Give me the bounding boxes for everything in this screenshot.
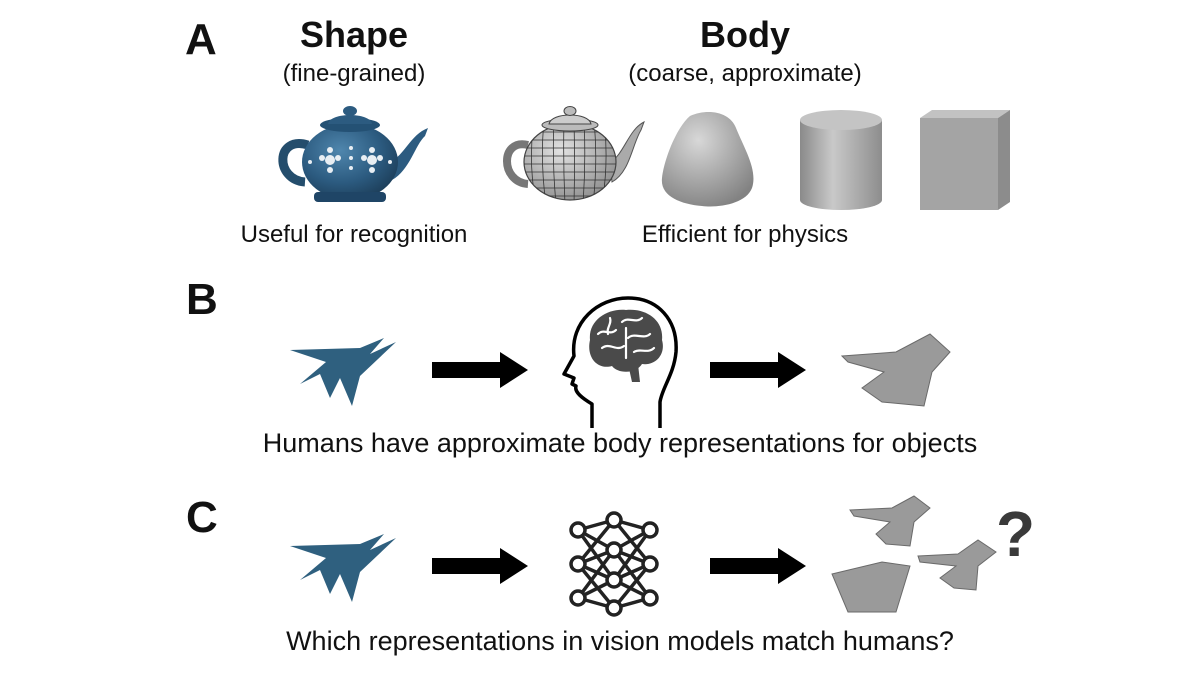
candidate-shape-1 <box>849 495 931 547</box>
candidate-shape-3 <box>831 561 911 613</box>
shape-title: Shape <box>299 14 409 55</box>
object-shape-icon <box>290 338 396 406</box>
object-shape-icon <box>290 534 396 602</box>
shape-subtitle: (fine-grained) <box>282 60 426 87</box>
question-mark: ? <box>996 498 1036 570</box>
shape-caption: Useful for recognition <box>240 221 468 248</box>
panel-c-caption: Which representations in vision models m… <box>286 626 954 656</box>
arrow-right-icon <box>710 352 806 388</box>
panel-a-letter: A <box>185 15 217 64</box>
teapot-icon <box>278 106 428 202</box>
brain-head-icon <box>562 296 678 428</box>
cube-icon <box>920 110 1010 210</box>
panel-c-letter: C <box>186 493 218 542</box>
candidate-shape-2 <box>917 539 997 591</box>
approximate-body-shape <box>840 333 951 407</box>
arrow-right-icon <box>710 548 806 584</box>
neural-network-icon <box>569 511 659 617</box>
panel-b-caption: Humans have approximate body representat… <box>262 428 978 458</box>
cylinder-icon <box>800 110 882 210</box>
panel-b-letter: B <box>186 275 218 324</box>
body-caption: Efficient for physics <box>641 221 849 248</box>
body-title: Body <box>700 14 790 55</box>
blob-icon <box>661 112 754 207</box>
body-subtitle: (coarse, approximate) <box>628 60 862 87</box>
arrow-right-icon <box>432 548 528 584</box>
wireframe-teapot-icon <box>503 106 645 201</box>
arrow-right-icon <box>432 352 528 388</box>
